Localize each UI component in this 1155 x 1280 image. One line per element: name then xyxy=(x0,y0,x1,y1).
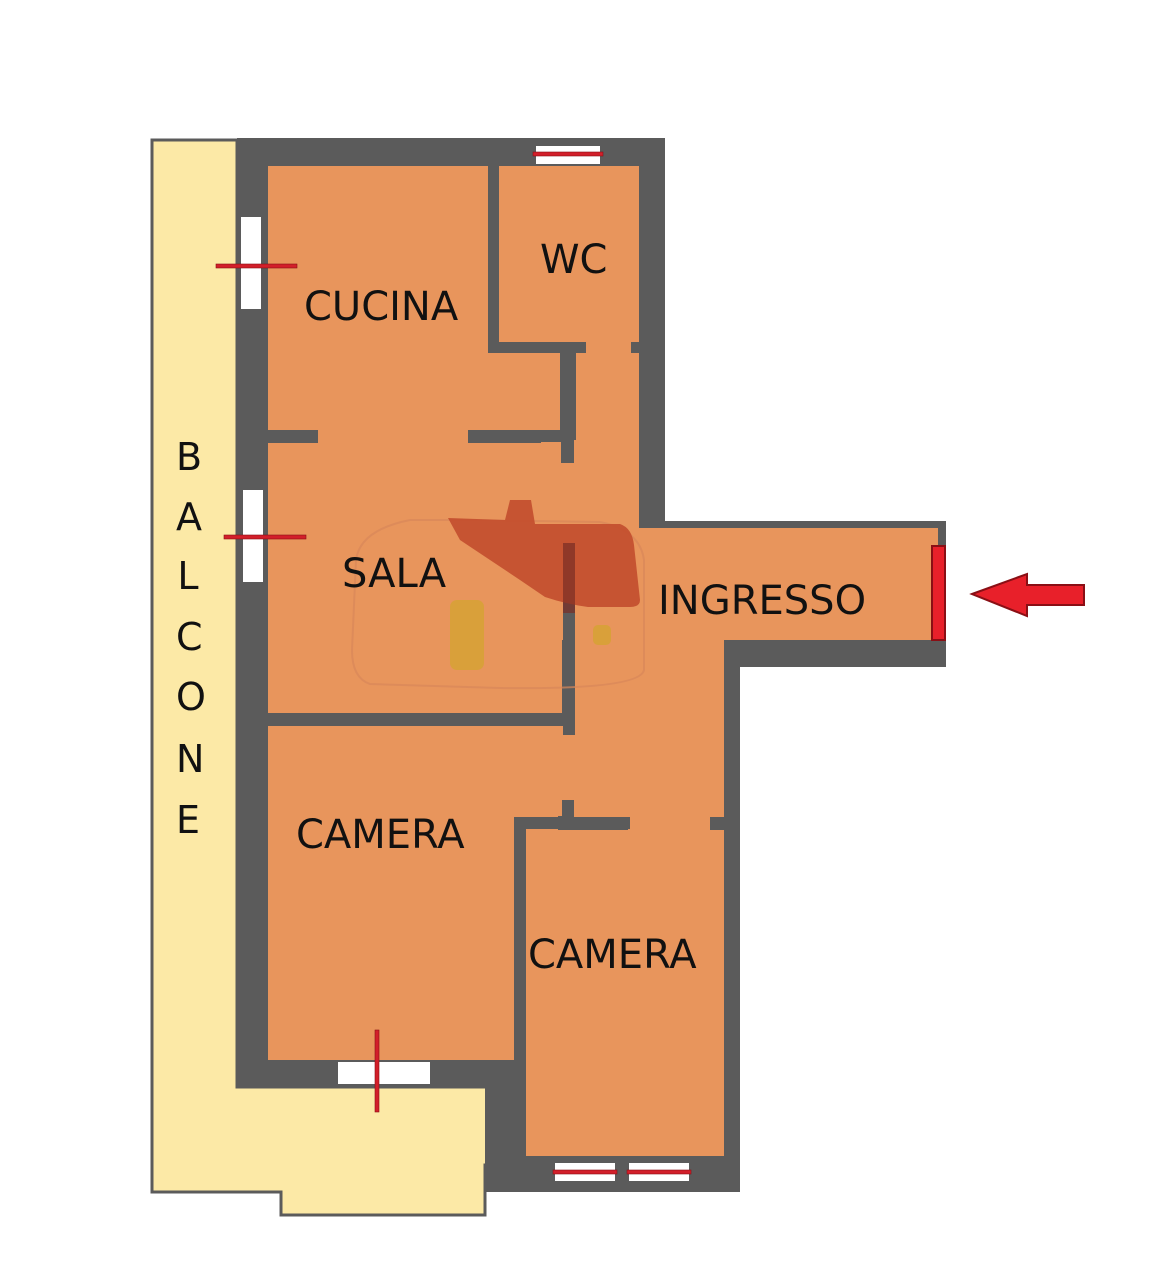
balcony-letter: C xyxy=(176,615,203,659)
room-label-ingresso: INGRESSO xyxy=(658,578,867,624)
balcony-letter: L xyxy=(177,554,199,598)
window-camera1 xyxy=(338,1029,430,1113)
window-cucina xyxy=(215,217,298,309)
balcony-letter: O xyxy=(176,675,206,719)
windows xyxy=(215,146,692,1181)
balcony-letter: E xyxy=(176,798,201,842)
window-camera2-a xyxy=(552,1163,618,1181)
room-label-wc: WC xyxy=(540,237,608,283)
room-label-camera-1: CAMERA xyxy=(296,812,465,858)
interior-walls xyxy=(268,166,740,1192)
entrance-arrow-icon xyxy=(969,572,1085,618)
balcony-letter: A xyxy=(176,495,202,539)
room-label-cucina: CUCINA xyxy=(304,284,459,330)
room-label-camera-2: CAMERA xyxy=(528,932,697,978)
entrance-door xyxy=(931,545,946,641)
window-camera2-b xyxy=(626,1163,692,1181)
room-label-sala: SALA xyxy=(342,551,447,597)
window-wc xyxy=(532,146,604,164)
watermark-logo-icon xyxy=(350,500,645,690)
balcony-letter: B xyxy=(176,435,203,479)
balcony-letter: N xyxy=(176,737,205,781)
window-sala xyxy=(223,490,307,582)
